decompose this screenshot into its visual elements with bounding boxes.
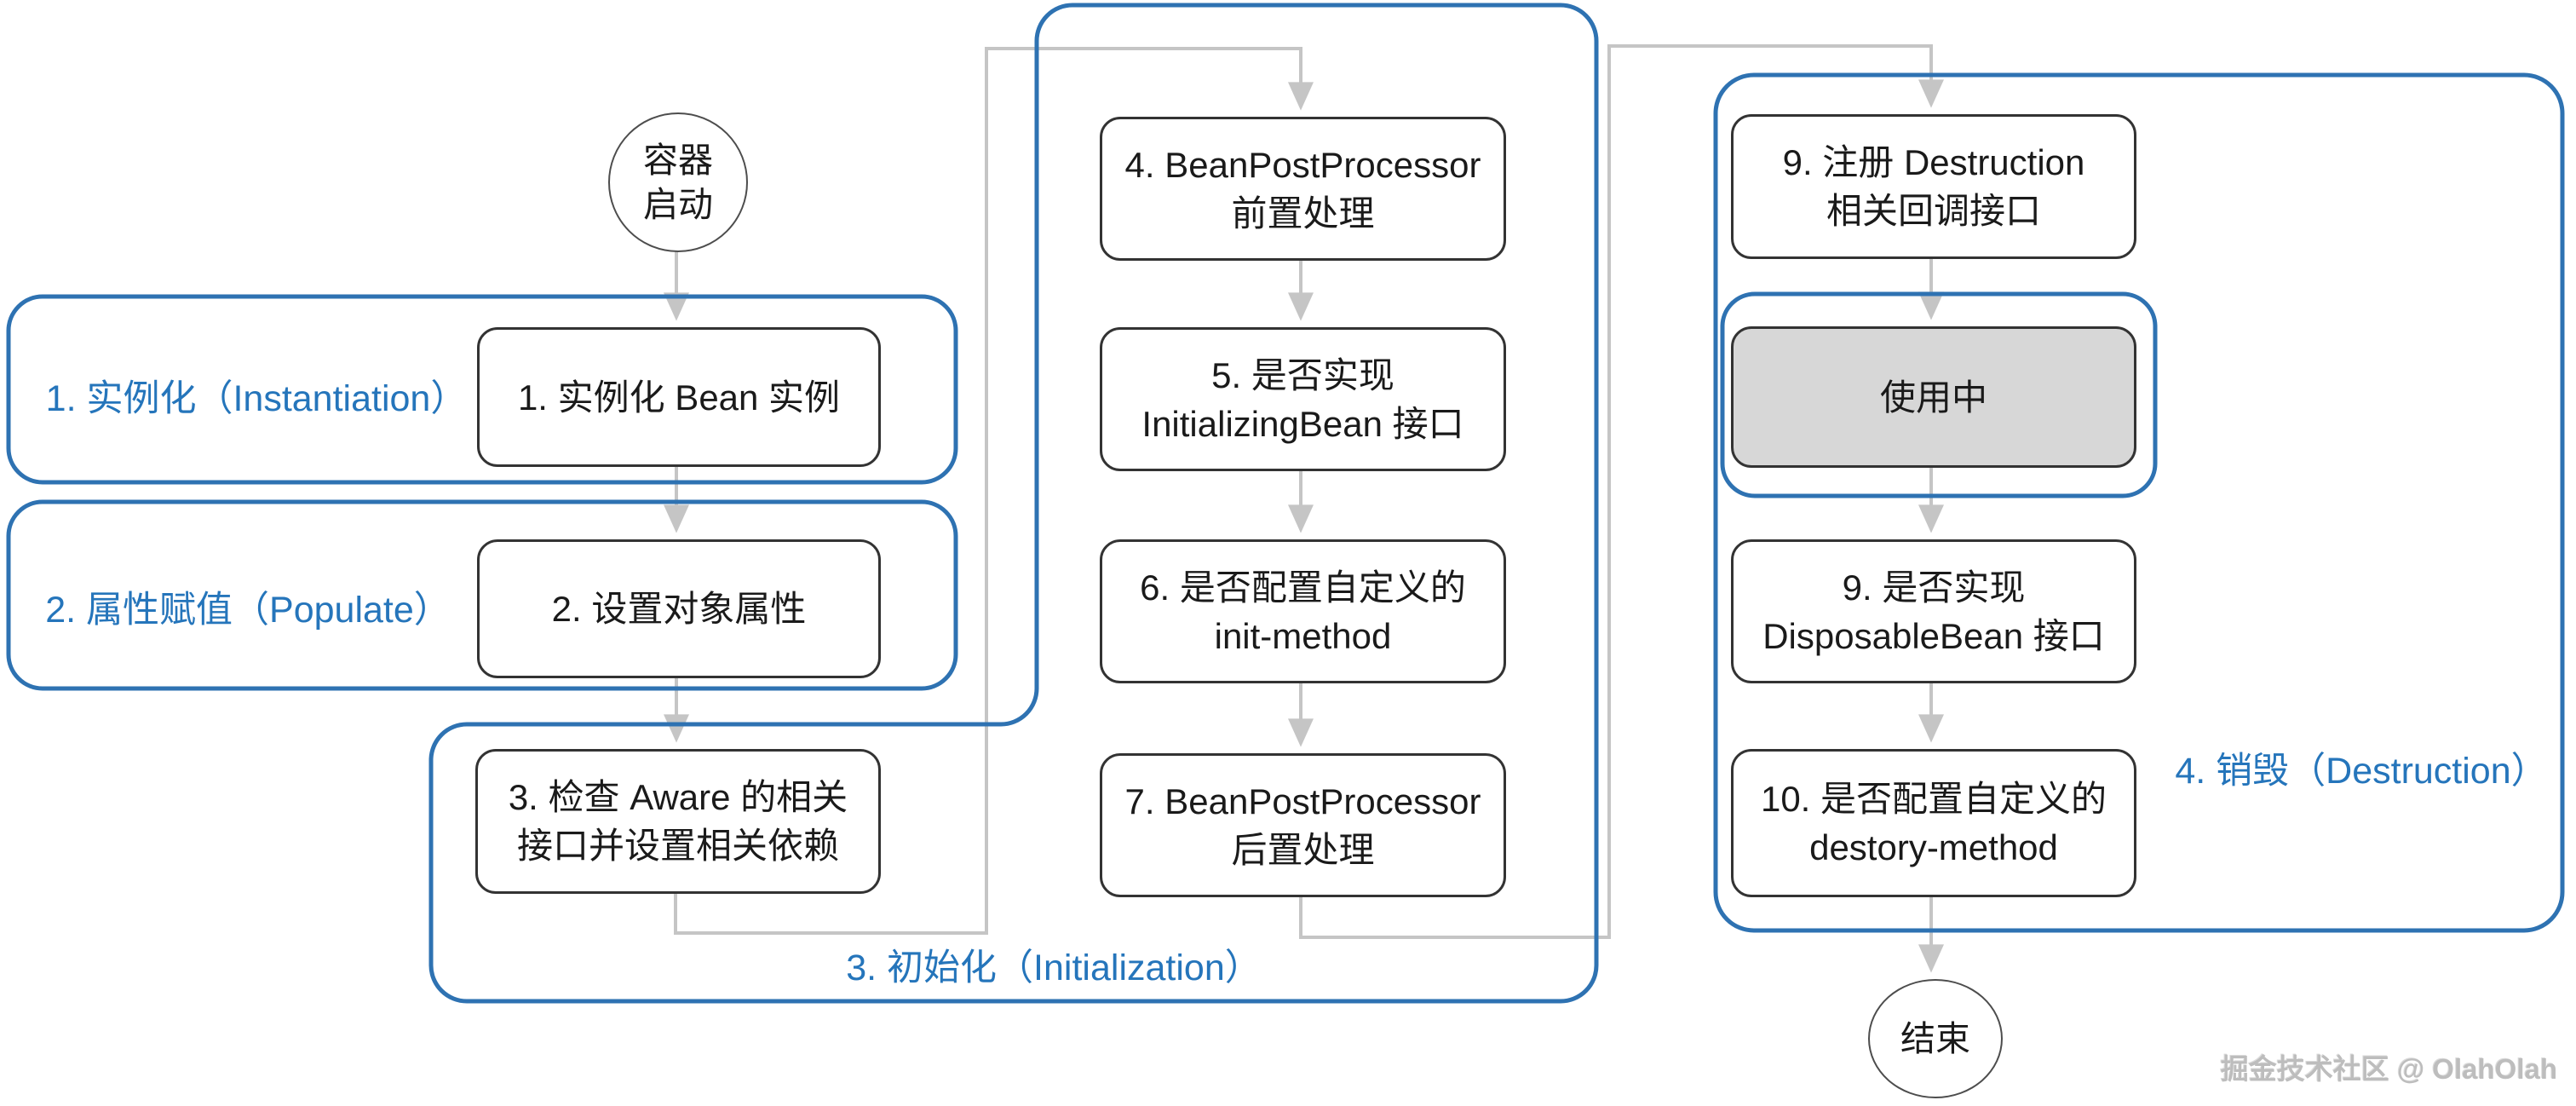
group-inuse-outline [1720, 291, 2158, 498]
node-step6-line2: init-method [1214, 615, 1392, 656]
node-step1-instantiate-bean: 1. 实例化 Bean 实例 [477, 327, 881, 467]
node-step9-register-line1: 9. 注册 Destruction [1782, 142, 2085, 182]
group-instantiation-outline [6, 294, 958, 485]
node-step7-line1: 7. BeanPostProcessor [1124, 781, 1481, 821]
node-step9-register-line2: 相关回调接口 [1826, 191, 2041, 231]
node-in-use: 使用中 [1731, 326, 2136, 468]
start-node-line1: 容器 [643, 141, 713, 180]
group-instantiation-label: 1. 实例化（Instantiation） [45, 378, 468, 419]
node-step9-dispose-line1: 9. 是否实现 [1842, 567, 2026, 608]
node-step1-label: 1. 实例化 Bean 实例 [517, 377, 841, 418]
group-destruction-label: 4. 销毁（Destruction） [2175, 751, 2548, 792]
node-step4-beanpostprocessor-before: 4. BeanPostProcessor 前置处理 [1100, 117, 1506, 261]
group-destruction-outline [1713, 72, 2565, 933]
group-initialization-label: 3. 初始化（Initialization） [846, 948, 1262, 988]
node-step2-label: 2. 设置对象属性 [551, 589, 807, 629]
node-step7-beanpostprocessor-after: 7. BeanPostProcessor 后置处理 [1100, 753, 1506, 897]
end-node: 结束 [1868, 979, 2003, 1098]
stage-outlines-group [6, 3, 2565, 1004]
connectors-group [664, 44, 1944, 973]
start-node-line2: 启动 [643, 185, 713, 224]
node-step5-line2: InitializingBean 接口 [1141, 403, 1464, 444]
node-step3-line2: 接口并设置相关依赖 [516, 826, 839, 866]
node-step5-initializingbean: 5. 是否实现 InitializingBean 接口 [1100, 327, 1506, 471]
node-step2-set-properties: 2. 设置对象属性 [477, 539, 881, 678]
node-step9-disposablebean: 9. 是否实现 DisposableBean 接口 [1731, 539, 2136, 683]
connector-step3-step4 [674, 47, 1314, 935]
group-populate-label: 2. 属性赋值（Populate） [45, 590, 451, 631]
group-initialization-outline [428, 3, 1599, 1004]
node-step10-destroy-method: 10. 是否配置自定义的 destory-method [1731, 749, 2136, 897]
watermark-text: 掘金技术社区 @ OlahOlah [2220, 1053, 2557, 1085]
node-step4-line1: 4. BeanPostProcessor [1124, 144, 1481, 185]
node-step5-line1: 5. 是否实现 [1211, 354, 1394, 395]
group-populate-outline [6, 499, 958, 691]
end-node-label: 结束 [1900, 1019, 1970, 1058]
node-step3-check-aware: 3. 检查 Aware 的相关 接口并设置相关依赖 [475, 749, 881, 894]
node-in-use-label: 使用中 [1879, 377, 1987, 418]
node-step7-line2: 后置处理 [1231, 829, 1375, 870]
node-step6-init-method: 6. 是否配置自定义的 init-method [1100, 539, 1506, 683]
node-step9-dispose-line2: DisposableBean 接口 [1762, 615, 2105, 656]
node-step10-line2: destory-method [1809, 827, 2058, 867]
connector-step7-step9register [1299, 44, 1944, 939]
node-step9-register-destruction: 9. 注册 Destruction 相关回调接口 [1731, 114, 2136, 259]
node-step10-line1: 10. 是否配置自定义的 [1760, 779, 2107, 819]
node-step3-line1: 3. 检查 Aware 的相关 [508, 777, 848, 817]
start-node: 容器 启动 [608, 112, 748, 252]
node-step4-line2: 前置处理 [1231, 193, 1375, 233]
node-step6-line1: 6. 是否配置自定义的 [1140, 567, 1466, 608]
